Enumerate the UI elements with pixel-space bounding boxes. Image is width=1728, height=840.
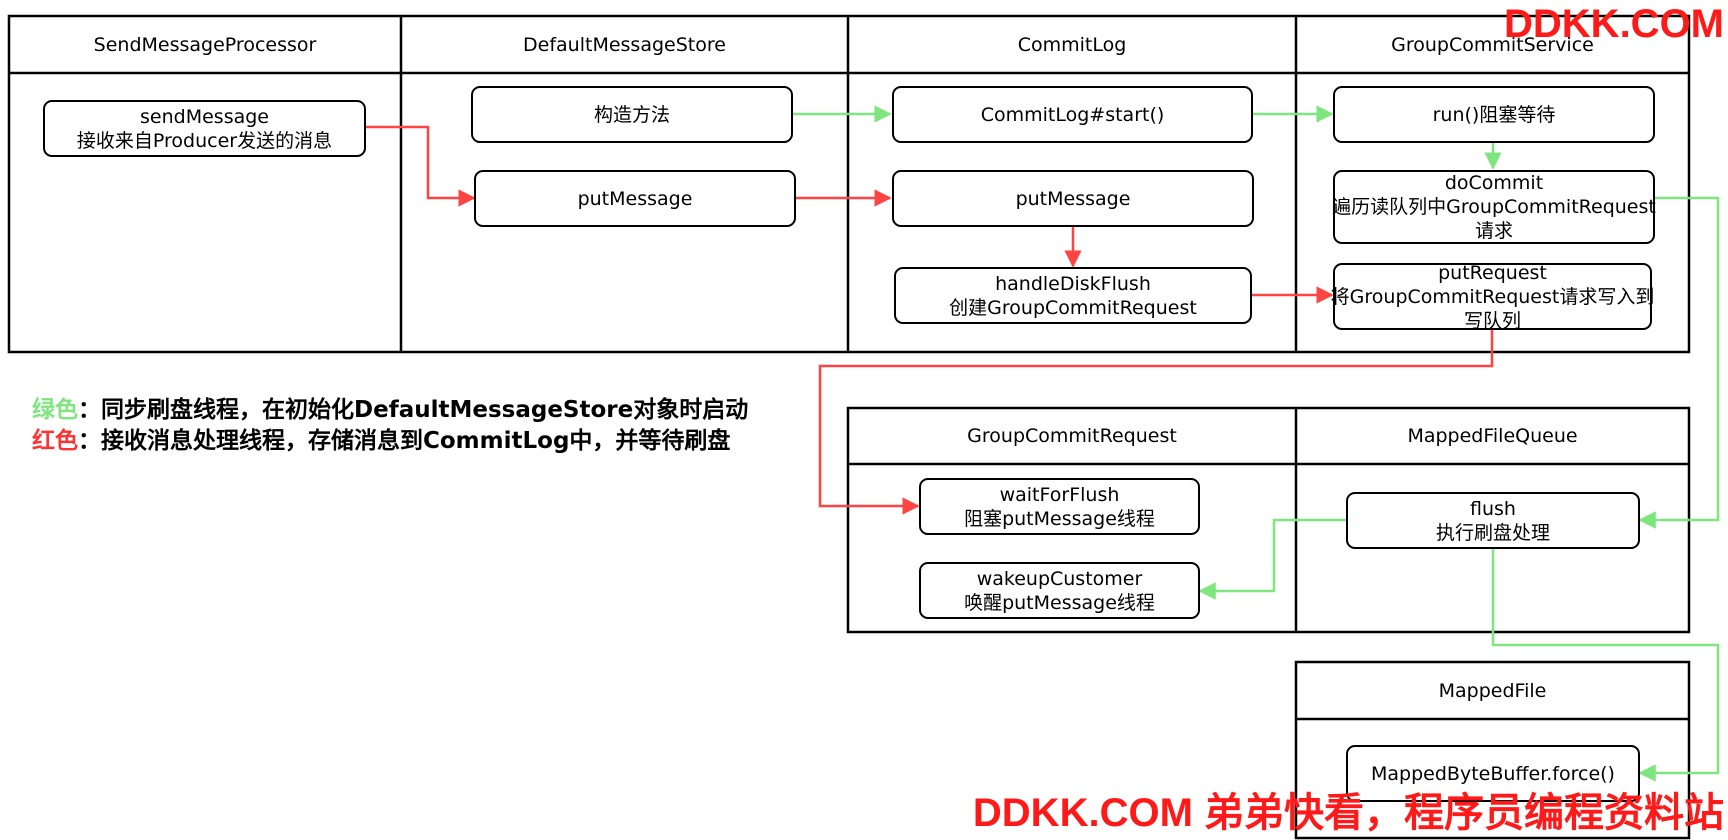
node-handle-disk-flush-title: handleDiskFlush xyxy=(995,272,1151,295)
node-do-commit: doCommit 遍历读队列中GroupCommitRequest 请求 xyxy=(1332,170,1656,244)
lane-title-send-message-processor: SendMessageProcessor xyxy=(93,33,317,56)
node-wakeup-customer-title: wakeupCustomer xyxy=(976,567,1143,590)
node-commitlog-put-message: putMessage xyxy=(892,170,1254,227)
node-wait-for-flush: waitForFlush 阻塞putMessage线程 xyxy=(919,478,1200,535)
legend-green-label: 绿色 xyxy=(32,397,78,423)
green-arrow-flush-to-force xyxy=(1491,548,1720,782)
node-send-message: sendMessage 接收来自Producer发送的消息 xyxy=(43,100,366,157)
node-constructor: 构造方法 xyxy=(471,86,793,143)
node-wait-for-flush-title: waitForFlush xyxy=(999,483,1120,506)
node-run-wait-title: run()阻塞等待 xyxy=(1432,103,1556,126)
lane-title-mapped-file-queue: MappedFileQueue xyxy=(1407,425,1578,447)
node-force-title: MappedByteBuffer.force() xyxy=(1371,762,1615,785)
legend-red-text: ：接收消息处理线程，存储消息到CommitLog中，并等待刷盘 xyxy=(78,428,731,454)
node-send-message-desc: 接收来自Producer发送的消息 xyxy=(76,129,333,152)
node-do-commit-desc: 遍历读队列中GroupCommitRequest xyxy=(1332,196,1656,218)
node-run-wait: run()阻塞等待 xyxy=(1333,86,1655,143)
node-put-request-desc: 将GroupCommitRequest请求写入到 xyxy=(1330,285,1655,308)
red-arrow-putrequest-to-waitforflush xyxy=(818,329,1494,515)
legend-green-text: ：同步刷盘线程，在初始化DefaultMessageStore对象时启动 xyxy=(78,397,749,423)
node-constructor-title: 构造方法 xyxy=(593,103,670,126)
lane-title-default-message-store: DefaultMessageStore xyxy=(523,33,726,56)
node-send-message-title: sendMessage xyxy=(140,105,269,128)
node-wakeup-customer: wakeupCustomer 唤醒putMessage线程 xyxy=(919,562,1200,619)
node-wait-for-flush-desc: 阻塞putMessage线程 xyxy=(964,507,1155,530)
green-arrow-flush-to-wakeup xyxy=(1198,518,1346,600)
legend-red-label: 红色 xyxy=(32,428,78,454)
lane-title-group-commit-request: GroupCommitRequest xyxy=(967,425,1177,447)
node-wakeup-customer-desc: 唤醒putMessage线程 xyxy=(964,591,1155,614)
node-flush-title: flush xyxy=(1470,497,1516,520)
node-flush: flush 执行刷盘处理 xyxy=(1346,492,1640,549)
red-arrow-send-to-putmessage xyxy=(366,125,476,207)
node-commitlog-put-message-title: putMessage xyxy=(1015,187,1131,210)
node-do-commit-title: doCommit xyxy=(1444,172,1544,194)
node-commitlog-start: CommitLog#start() xyxy=(892,86,1253,143)
watermark-top: DDKK.COM xyxy=(1504,2,1724,46)
node-flush-desc: 执行刷盘处理 xyxy=(1435,521,1550,544)
lane-title-commit-log: CommitLog xyxy=(1017,33,1127,56)
node-commitlog-start-title: CommitLog#start() xyxy=(980,103,1165,126)
node-handle-disk-flush-desc: 创建GroupCommitRequest xyxy=(949,296,1197,319)
node-store-put-message: putMessage xyxy=(474,170,796,227)
node-put-request: putRequest 将GroupCommitRequest请求写入到 写队列 xyxy=(1330,261,1655,332)
bottom-swimlane-table xyxy=(1294,660,1691,840)
green-arrow-docommit-to-flush xyxy=(1638,196,1720,529)
lane-title-mapped-file: MappedFile xyxy=(1438,679,1547,702)
lane-title-group-commit-service: GroupCommitService xyxy=(1391,33,1594,56)
node-mapped-byte-buffer-force: MappedByteBuffer.force() xyxy=(1346,745,1640,802)
node-handle-disk-flush: handleDiskFlush 创建GroupCommitRequest xyxy=(894,267,1252,324)
node-do-commit-desc-cont: 请求 xyxy=(1474,220,1513,242)
legend-red: 红色：接收消息处理线程，存储消息到CommitLog中，并等待刷盘 xyxy=(32,421,730,455)
watermark-bottom: DDKK.COM 弟弟快看，程序员编程资料站 xyxy=(972,791,1724,835)
node-put-request-desc-cont: 写队列 xyxy=(1463,309,1521,332)
node-put-request-title: putRequest xyxy=(1438,261,1547,284)
node-store-put-message-title: putMessage xyxy=(577,187,693,210)
legend-green: 绿色：同步刷盘线程，在初始化DefaultMessageStore对象时启动 xyxy=(32,390,748,424)
